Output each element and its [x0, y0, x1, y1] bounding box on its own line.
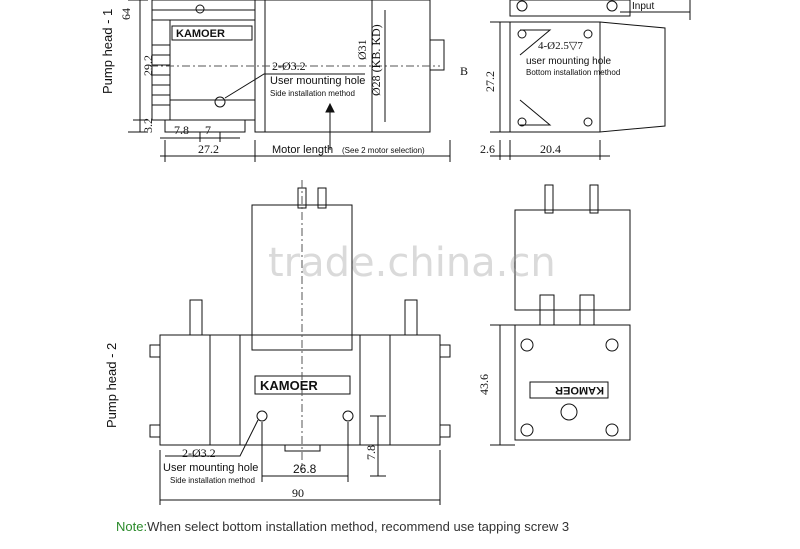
back-brand-text: KAMOER [555, 384, 604, 396]
dim-43-6: 43.6 [477, 374, 491, 395]
terminal-right [317, 187, 327, 209]
bottom-left-view [149, 180, 451, 505]
nozzle-left [189, 299, 203, 336]
mount-hole-top [195, 4, 205, 14]
motor-body-2 [251, 204, 353, 351]
note-text: When select bottom installation method, … [147, 519, 570, 534]
right-mount-label: user mounting hole [526, 56, 611, 67]
mount-spec: 2-Ø3.2 [272, 59, 306, 73]
brand-text-2: KAMOER [260, 378, 318, 393]
dim-7-8-b: 7.8 [364, 445, 378, 460]
back-brand-plate [529, 381, 609, 399]
top-right-terminal-block [509, 0, 631, 17]
installation-note: Note:When select bottom installation met… [116, 519, 569, 534]
pump-head-1-label: Pump head - 1 [100, 9, 115, 94]
note-label: Note: [116, 519, 148, 534]
input-label: Input [632, 1, 654, 12]
bottom-texts: Pump head - 2 KAMOER 2-Ø3.2 User mountin… [104, 343, 604, 500]
dim-7-8: 7.8 [174, 123, 189, 137]
dim-27-2: 27.2 [198, 142, 219, 156]
pump-head-body [151, 0, 256, 121]
pump-head-2-label: Pump head - 2 [104, 343, 119, 428]
motor-side [599, 21, 666, 133]
mount-spec-2: 2-Ø3.2 [182, 446, 216, 460]
dim-3-2: 3.2 [141, 118, 155, 133]
mount-hole-2a [256, 410, 268, 422]
brand-plate [171, 25, 253, 41]
dim-7: 7 [205, 123, 211, 137]
bottom-right-view [490, 184, 631, 446]
mount-hole-bottom [214, 96, 226, 108]
nozzle-right [404, 299, 418, 336]
motor-terminal [429, 39, 445, 71]
motor-length: Motor length [272, 144, 333, 156]
mount-sub-2: Side installation method [170, 476, 255, 485]
dim-90: 90 [292, 486, 304, 500]
right-dim-20-4: 20.4 [540, 142, 561, 156]
mount-sub: Side installation method [270, 89, 355, 98]
top-right-view [490, 0, 691, 160]
right-mount-spec: 4-Ø2.5▽7 [538, 40, 583, 52]
mount-label: User mounting hole [270, 75, 365, 87]
right-dim-27-2: 27.2 [483, 71, 497, 92]
top-left-view [128, 0, 451, 162]
right-dim-2-6: 2.6 [480, 142, 495, 156]
motor-length-sub: (See 2 motor selection) [342, 146, 425, 155]
logo-mark [560, 403, 578, 421]
pump-head-front [509, 21, 601, 133]
motor-back [514, 209, 631, 311]
mount-label-2: User mounting hole [163, 462, 258, 474]
dim-26-8: 26.8 [293, 462, 317, 476]
dia-28: Ø28 (KB. KD) [369, 24, 383, 96]
right-mount-sub: Bottom installation method [526, 68, 620, 77]
watermark: trade.china.cn [268, 240, 556, 286]
brand-text: KAMOER [176, 28, 225, 40]
pump-head-back [514, 324, 631, 441]
dim-64: 64 [119, 8, 133, 20]
mount-hole-2b [342, 410, 354, 422]
dim-b: B [460, 64, 468, 78]
dim-29-2: 29.2 [141, 55, 155, 76]
dia-31: Ø31 [355, 39, 369, 60]
top-texts: Pump head - 1 64 29.2 3.2 7.8 7 27.2 KAM… [100, 1, 654, 156]
